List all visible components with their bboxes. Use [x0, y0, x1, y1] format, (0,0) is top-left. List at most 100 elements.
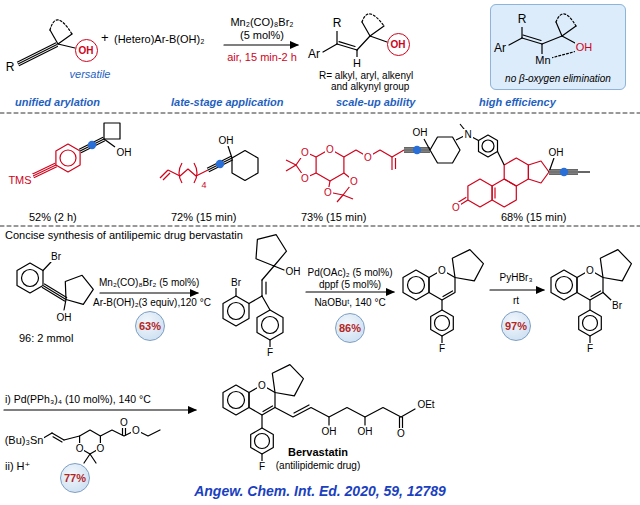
ring-circle [556, 277, 573, 294]
atom-label: O [585, 265, 595, 276]
highlight-fill [490, 4, 626, 90]
bond-line [168, 169, 208, 176]
annotation-text: i) Pd(PPh₃)₄ (10 mol%), 140 °C [4, 394, 152, 406]
annotation-text: NaOBuᵗ, 140 °C [313, 297, 386, 308]
bond-line [261, 280, 262, 296]
ring-outline [104, 123, 120, 139]
bond-line [328, 417, 329, 425]
bond-line [235, 288, 236, 296]
structure-group [456, 124, 590, 172]
ring-outline [430, 137, 460, 163]
ring-circle [583, 316, 598, 331]
atom-label: R [517, 13, 528, 26]
yield-circle: 86% [335, 313, 365, 343]
ring-outline [257, 310, 283, 340]
bond-line [64, 300, 66, 311]
bond-line [424, 139, 430, 150]
bond-path [556, 14, 576, 26]
annotation-text: (5 mol%) [239, 29, 285, 41]
annotation-text: (Hetero)Ar-B(OH)₂ [113, 33, 205, 45]
annotation-text: Mn₂(CO)₈Br₂ [229, 16, 294, 28]
bond-line [208, 158, 232, 170]
bond-line [562, 36, 575, 43]
ring-outline [272, 365, 303, 396]
atom-label: O [257, 380, 267, 391]
bond-line [357, 36, 370, 50]
atom-label: N [463, 129, 472, 140]
bond-line [53, 437, 62, 442]
annotation-text: 96: 2 mmol [18, 332, 74, 344]
bond-line [443, 291, 453, 297]
ring-circle [255, 434, 270, 449]
atom-label: Ar [307, 48, 321, 61]
atom-label: O [451, 202, 461, 213]
atom-label: R [5, 61, 16, 74]
hydroxyl-label: OH [79, 45, 94, 56]
atom-label: 4 [200, 181, 207, 191]
note-text: no β-oxygen elimination [505, 73, 611, 84]
bond-line [509, 38, 522, 45]
bond-line [33, 165, 56, 176]
bond-line [274, 266, 284, 270]
ring-circle [408, 277, 425, 294]
bond-line [64, 436, 80, 440]
annotation-text: Concise synthesis of antilipemic drug be… [4, 229, 244, 241]
bond-line [523, 35, 541, 41]
hydroxyl-circle: OH [75, 39, 98, 62]
bond-line [542, 36, 562, 44]
ring-circle [413, 146, 421, 154]
yield-label: 77% [64, 472, 86, 484]
ring-outline [232, 151, 258, 181]
annotation-text: rt [512, 295, 520, 306]
atom-label: O [363, 152, 373, 163]
ring-outline [551, 270, 577, 300]
bond-path [194, 163, 197, 183]
ring-outline [256, 235, 287, 266]
bond-line [589, 300, 590, 310]
bond-line [263, 406, 273, 412]
atom-label: (Bu)₃Sn [4, 434, 45, 446]
bond-line [562, 26, 576, 36]
bond-line [356, 50, 357, 57]
annotation-text: 68% (15 min) [500, 211, 567, 223]
atom-label: O [325, 144, 335, 155]
bond-line [80, 139, 104, 151]
bond-line [391, 157, 392, 170]
annotation-text: high efficiency [478, 96, 557, 108]
bond-line [306, 291, 394, 292]
bond-line [84, 454, 90, 463]
bond-line [286, 160, 296, 165]
bond-line [4, 409, 196, 410]
annotation-text: Mn₂(CO)₈Br₂ (5 mol%) [98, 277, 200, 288]
bond-line [224, 44, 298, 45]
ring-outline [251, 428, 274, 454]
structure-group [0, 14, 640, 226]
ring-outline [223, 385, 249, 415]
bond-line [364, 417, 365, 425]
atom-label: O [75, 443, 85, 454]
atom-label: OH [321, 426, 338, 437]
atom-label: OH [548, 147, 565, 158]
atom-label: OH [357, 426, 374, 437]
bond-line [362, 22, 370, 36]
bond-line [578, 171, 590, 172]
bond-line [556, 22, 562, 36]
annotation-text: 72% (15 min) [170, 211, 237, 223]
atom-label: Br [50, 251, 62, 262]
ring-circle [262, 317, 279, 334]
bond-line [275, 408, 401, 418]
structure-group [551, 250, 631, 343]
structure-group [458, 158, 550, 207]
bond-line [591, 291, 601, 297]
structure-group [208, 146, 258, 181]
ring-outline [403, 270, 429, 300]
atom-label: O [396, 428, 406, 439]
yield-circle: 63% [135, 311, 165, 341]
bond-line [58, 34, 72, 44]
annotation-text: and alkynyl group [330, 81, 410, 92]
ring-outline [17, 263, 43, 293]
bond-line [472, 137, 479, 141]
annotation-text: ii) H⁺ [4, 460, 31, 472]
ring-circle [228, 392, 245, 409]
ring-circle [435, 316, 450, 331]
